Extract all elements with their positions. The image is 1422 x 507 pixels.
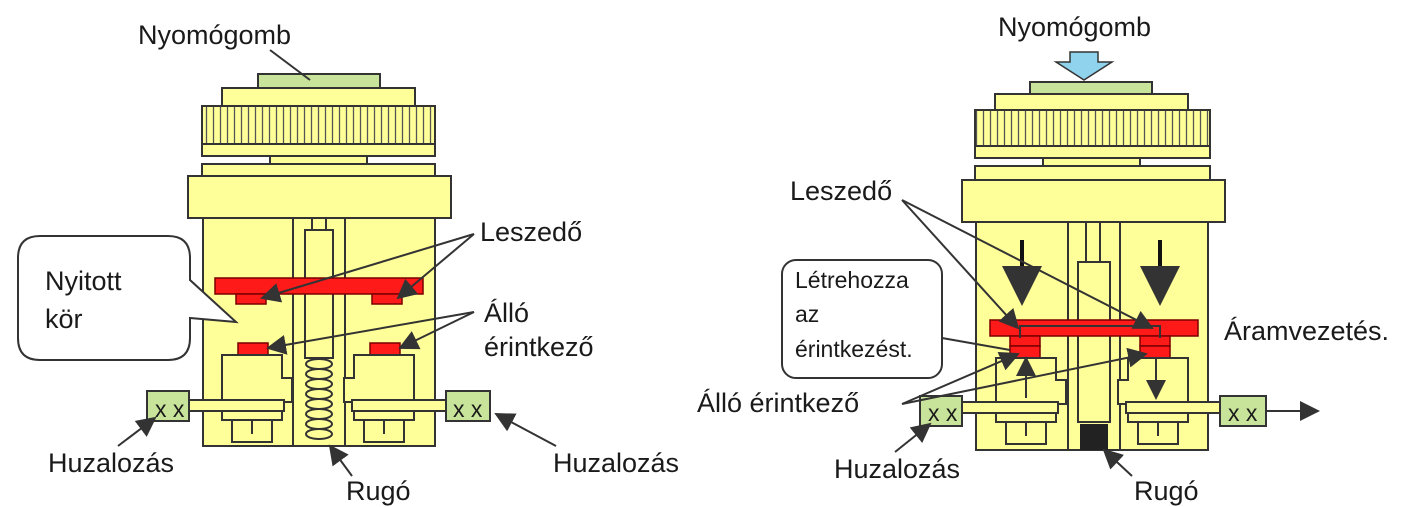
callout-text-line1: Nyitott xyxy=(45,266,122,296)
left-wire-block-a xyxy=(146,390,190,422)
callout-text-line3: érintkezést. xyxy=(795,336,913,362)
left-knurled-ring xyxy=(201,105,436,145)
label-huzalozas-right: Huzalozás xyxy=(553,448,679,478)
callout-text-line2: kör xyxy=(45,304,83,334)
label-allo-erintkezo: Álló érintkező xyxy=(697,388,859,418)
right-knurled-ring xyxy=(974,109,1211,147)
right-wire-block-a xyxy=(919,395,963,427)
label-nyomogomb: Nyomógomb xyxy=(138,20,291,50)
right-wire-block-b xyxy=(1219,395,1267,427)
label-aramvezetes: Áramvezetés. xyxy=(1224,316,1389,346)
left-spring xyxy=(305,358,333,440)
label-rugo: Rugó xyxy=(1134,476,1199,506)
wire-mark: x x xyxy=(1228,400,1258,426)
label-nyomogomb: Nyomógomb xyxy=(998,12,1151,42)
wire-mark: x x xyxy=(453,396,483,422)
label-allo-line1: Álló xyxy=(484,298,529,328)
label-huzalozas-left: Huzalozás xyxy=(48,448,174,478)
right-switch-closed: x x x x Létrehozza az érintkezést. Nyomó… xyxy=(697,12,1389,506)
left-wire-block-b xyxy=(445,390,491,422)
left-fixed-contact-b xyxy=(369,342,401,356)
right-spring-compressed xyxy=(1080,424,1108,450)
callout-text-line2: az xyxy=(795,301,819,327)
left-button-cap xyxy=(257,73,381,89)
label-leszedo: Leszedő xyxy=(790,176,892,206)
callout-text-line1: Létrehozza xyxy=(795,267,909,293)
left-switch-open: x x x x Nyitott kör Nyomógomb Leszedő Ál… xyxy=(17,20,679,506)
left-fixed-contact-a xyxy=(237,342,269,356)
wire-mark: x x xyxy=(928,400,958,426)
right-fixed-contact-b xyxy=(1139,345,1171,359)
wire-mark: x x xyxy=(155,396,185,422)
open-circuit-callout xyxy=(17,235,239,361)
press-arrow-icon xyxy=(1053,51,1115,81)
label-rugo: Rugó xyxy=(346,476,411,506)
label-allo-line2: érintkező xyxy=(484,332,594,362)
label-leszedo: Leszedő xyxy=(480,217,582,247)
right-movable-contact-bar xyxy=(989,319,1199,337)
contact-callout xyxy=(781,259,943,379)
label-huzalozas: Huzalozás xyxy=(834,454,960,484)
right-button-cap xyxy=(1029,81,1153,95)
